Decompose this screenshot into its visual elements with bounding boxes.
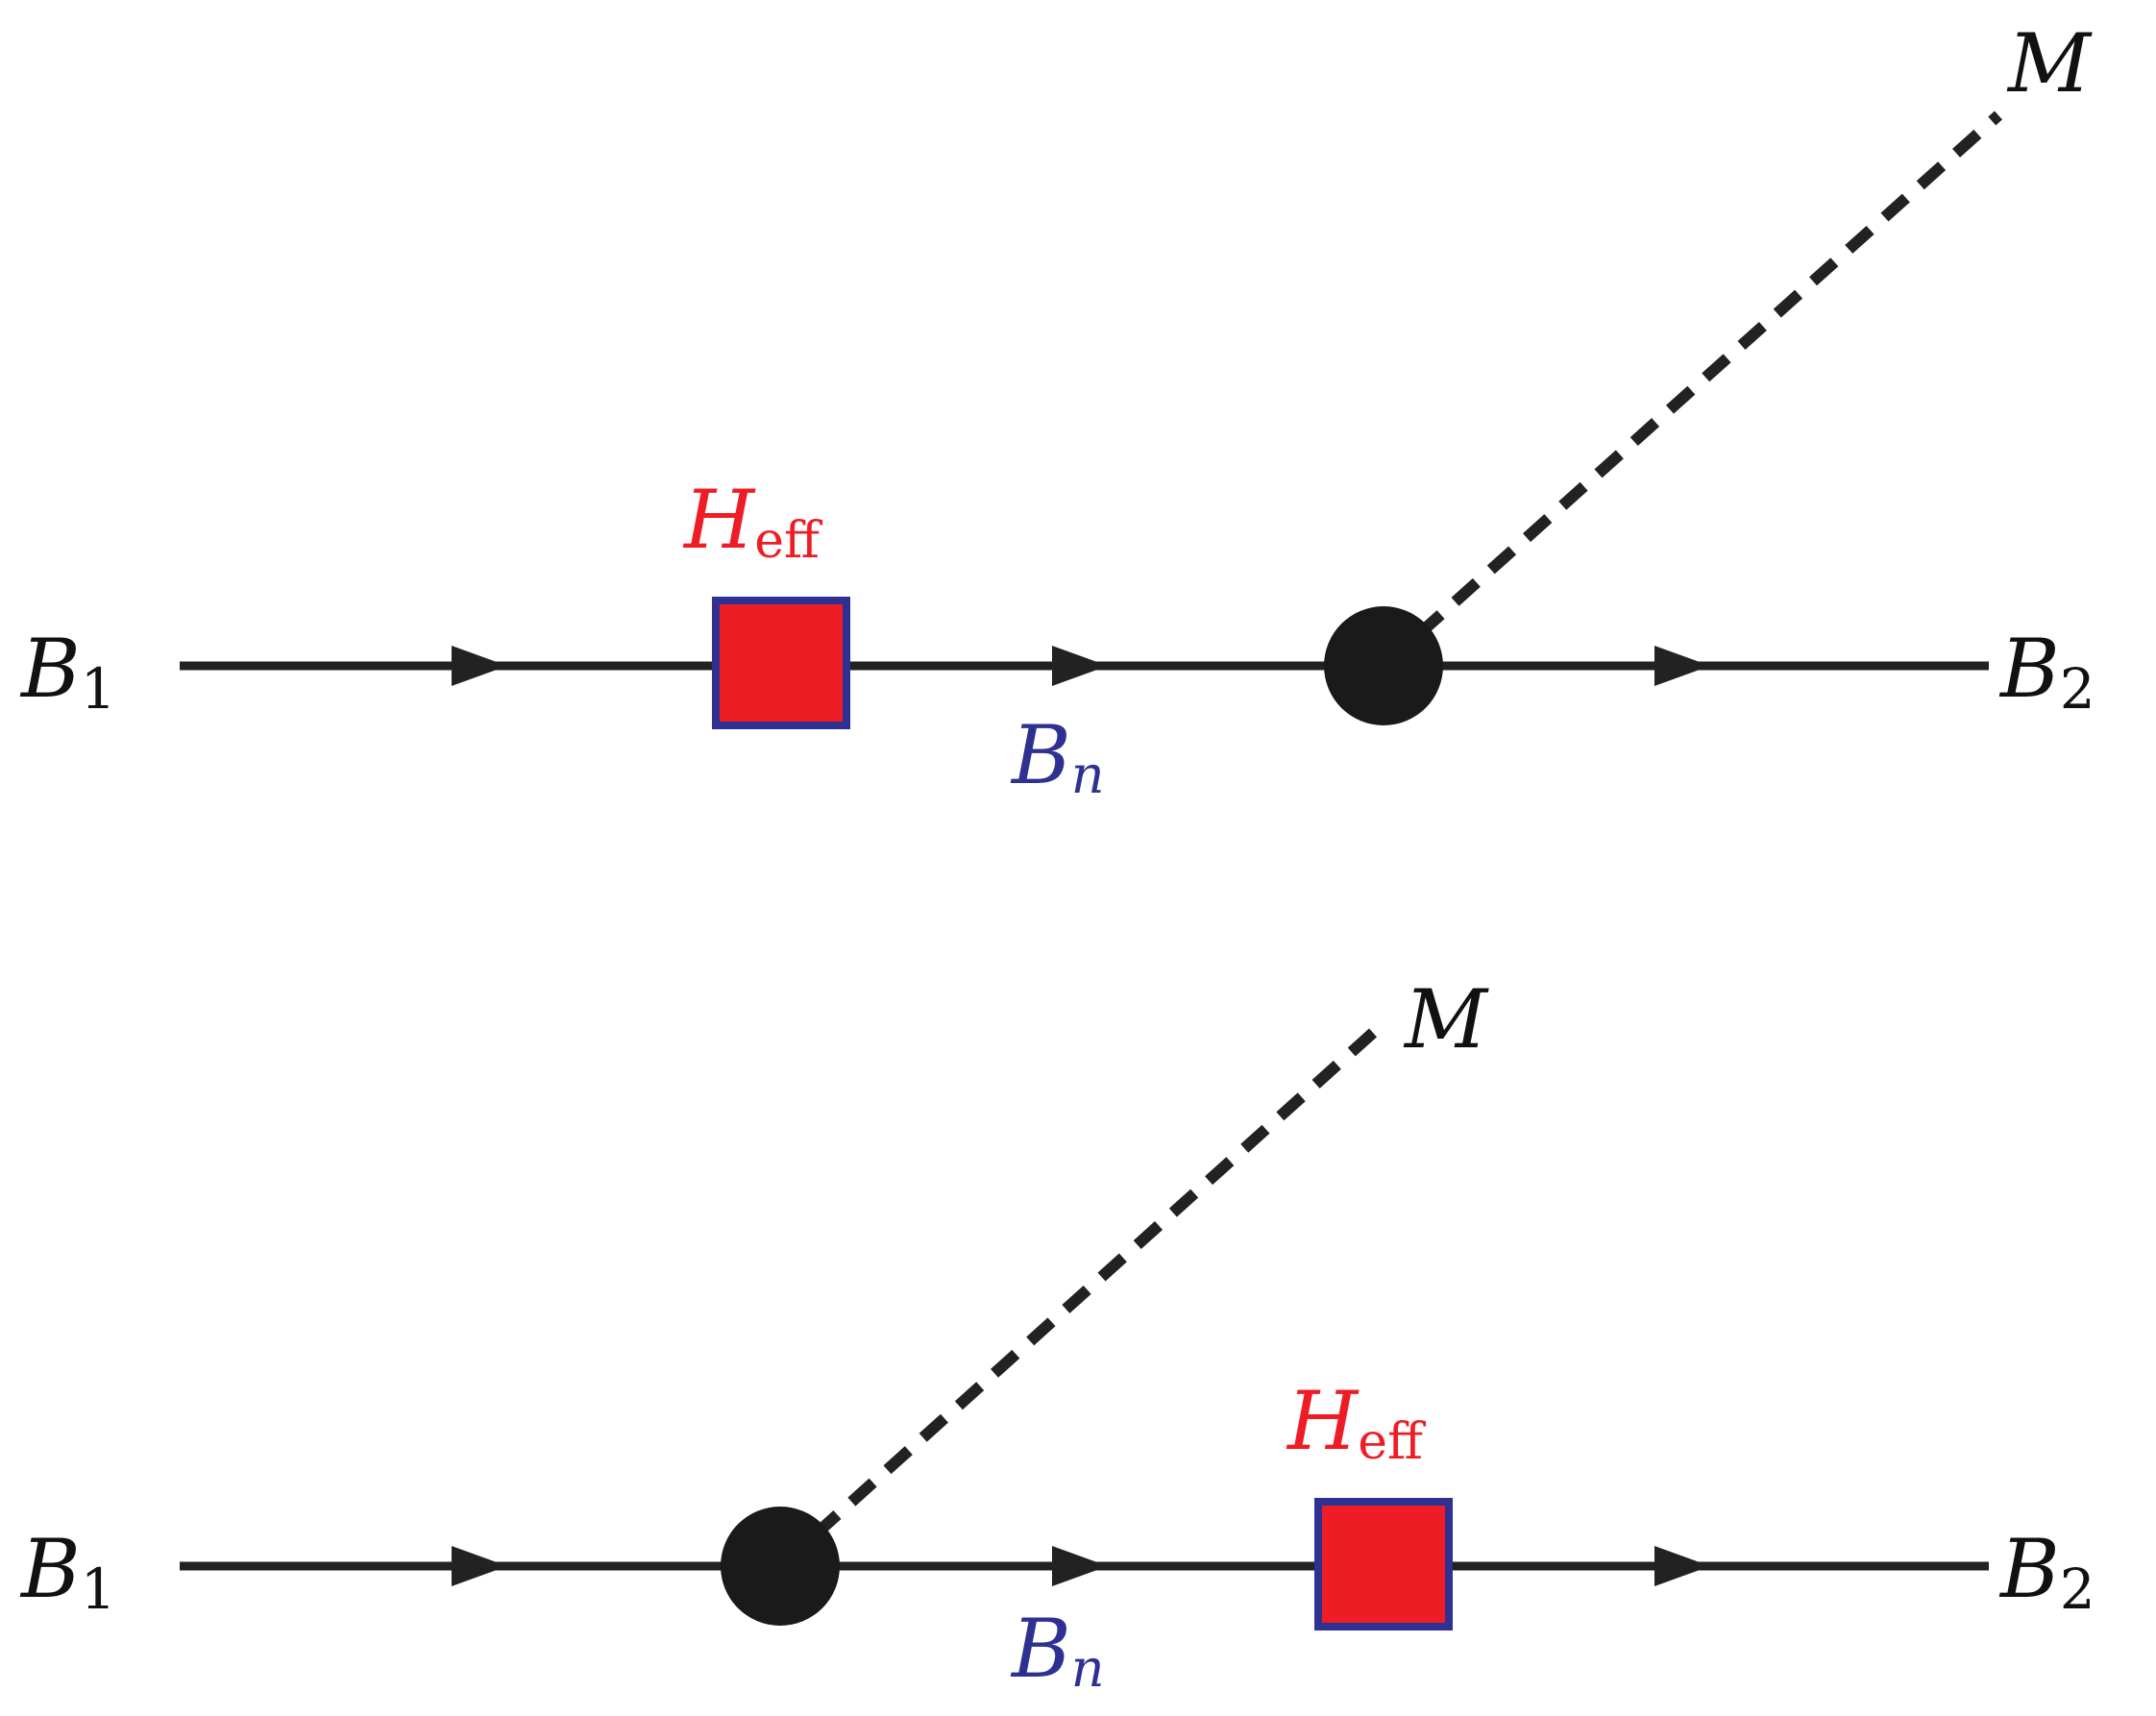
diagram-bottom: B1 B2 Bn Heff M — [19, 972, 2095, 1699]
label-m-bottom: M — [1403, 972, 1489, 1066]
heff-box-bottom — [1314, 1498, 1453, 1630]
arrow-outgoing-top — [1654, 646, 1710, 686]
label-m-top: M — [2006, 16, 2093, 110]
label-b2-bottom: B2 — [1998, 1522, 2095, 1622]
arrow-intermediate-top — [1052, 646, 1108, 686]
arrow-outgoing-bottom — [1654, 1546, 1710, 1586]
arrow-intermediate-bottom — [1052, 1546, 1108, 1586]
label-heff-top: Heff — [682, 473, 823, 570]
diagram-top: B1 B2 Bn Heff M — [19, 16, 2095, 805]
label-b1-bottom: B1 — [19, 1522, 116, 1622]
label-b1-top: B1 — [19, 622, 116, 722]
arrow-incoming-bottom — [452, 1546, 507, 1586]
heff-box-top — [712, 597, 850, 729]
label-bn-bottom: Bn — [1010, 1602, 1105, 1699]
label-b2-top: B2 — [1998, 622, 2095, 722]
arrow-incoming-top — [452, 646, 507, 686]
strong-vertex-bottom — [721, 1507, 840, 1626]
meson-line-bottom — [775, 1018, 1388, 1571]
label-heff-bottom: Heff — [1286, 1374, 1427, 1471]
strong-vertex-top — [1324, 606, 1443, 725]
meson-line-top — [1379, 110, 2003, 671]
label-bn-top: Bn — [1010, 708, 1105, 805]
